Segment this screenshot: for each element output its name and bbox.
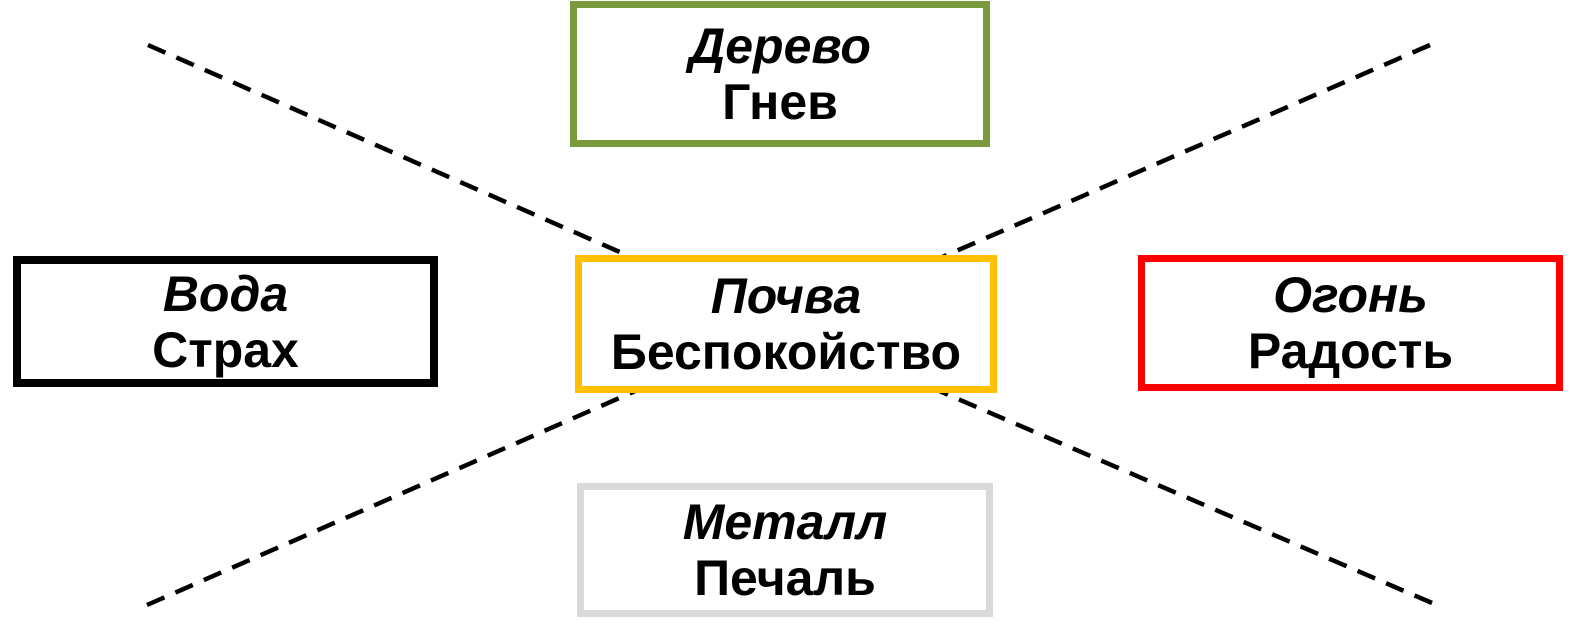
node-fire: Огонь Радость xyxy=(1138,255,1563,391)
node-wood-emotion-label: Гнев xyxy=(722,74,838,130)
node-metal: Металл Печаль xyxy=(577,483,993,617)
node-earth-emotion-label: Беспокойство xyxy=(610,324,962,380)
node-water-emotion-label: Страх xyxy=(152,321,299,378)
node-fire-element-label: Огонь xyxy=(1273,267,1428,323)
node-water: Вода Страх xyxy=(13,256,438,387)
node-wood-element-label: Дерево xyxy=(689,18,871,74)
dashed-line-bottom-left xyxy=(146,322,787,608)
node-metal-emotion-label: Печаль xyxy=(694,550,876,606)
dashed-line-top-right xyxy=(785,42,1431,328)
dashed-line-bottom-right xyxy=(785,322,1433,606)
node-earth: Почва Беспокойство xyxy=(575,255,997,393)
node-water-element-label: Вода xyxy=(162,265,289,322)
node-metal-element-label: Металл xyxy=(682,494,888,550)
node-wood: Дерево Гнев xyxy=(570,1,990,147)
node-fire-emotion-label: Радость xyxy=(1247,323,1454,379)
node-earth-element-label: Почва xyxy=(710,268,862,324)
dashed-line-top-left xyxy=(147,42,787,328)
